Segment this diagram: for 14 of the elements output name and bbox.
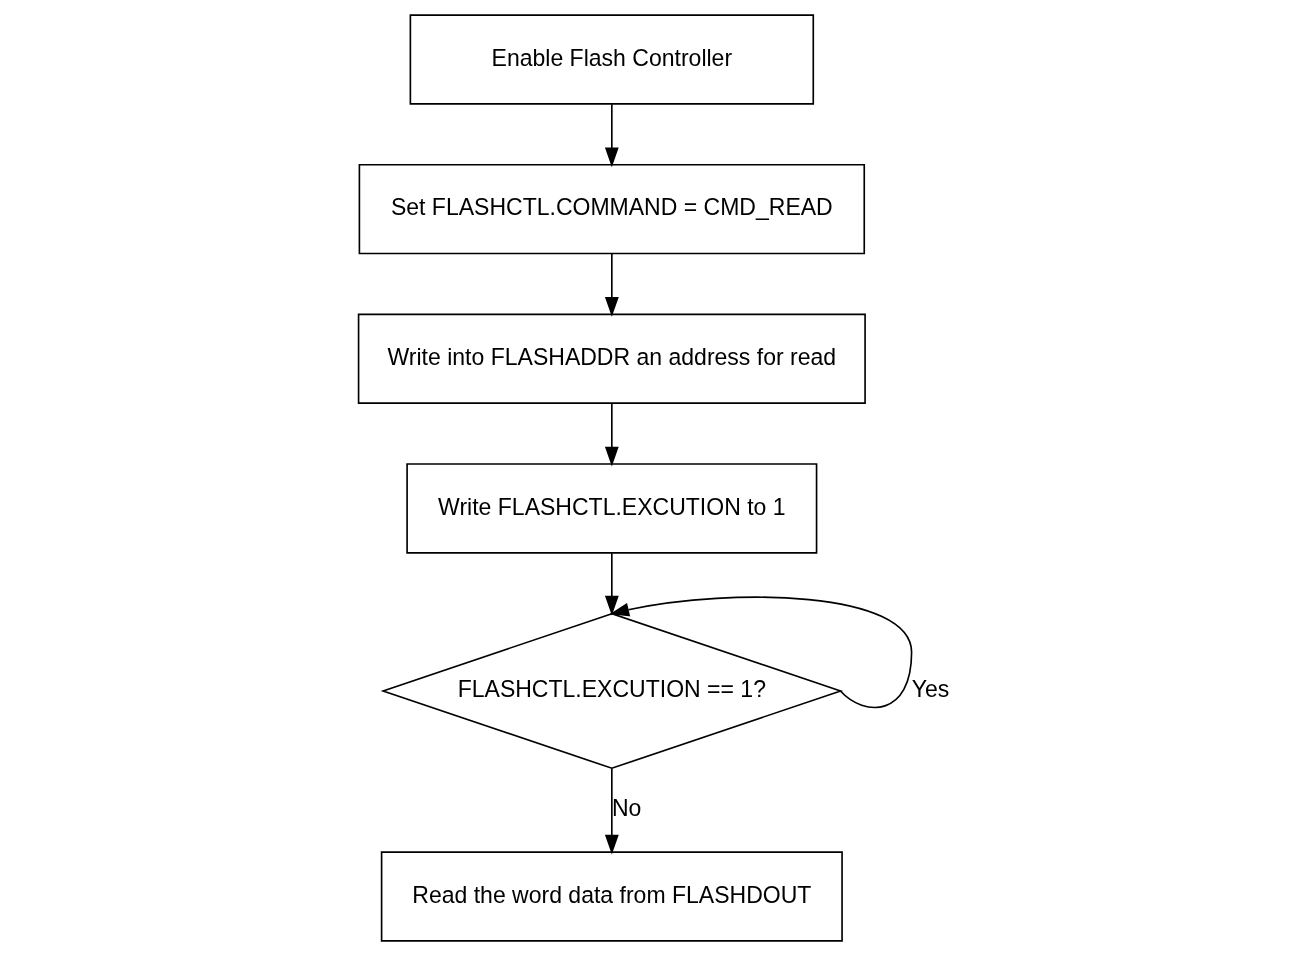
node-box: Write FLASHCTL.EXCUTION to 1 [406,463,818,554]
arrow [609,596,913,709]
node-box: Set FLASHCTL.COMMAND = CMD_READ [358,163,866,255]
arrow [604,103,619,168]
arrow [604,552,619,616]
edge-label: Yes [911,676,950,703]
node-box: Enable Flash Controller [409,14,815,105]
edge-label: No [611,795,642,822]
node-diamond: FLASHCTL.EXCUTION == 1? [380,612,844,770]
node-box: Read the word data from FLASHDOUT [380,851,843,942]
arrow [604,402,619,467]
arrow [604,767,619,855]
node-box: Write into FLASHADDR an address for read [357,313,866,404]
arrow [604,253,619,317]
